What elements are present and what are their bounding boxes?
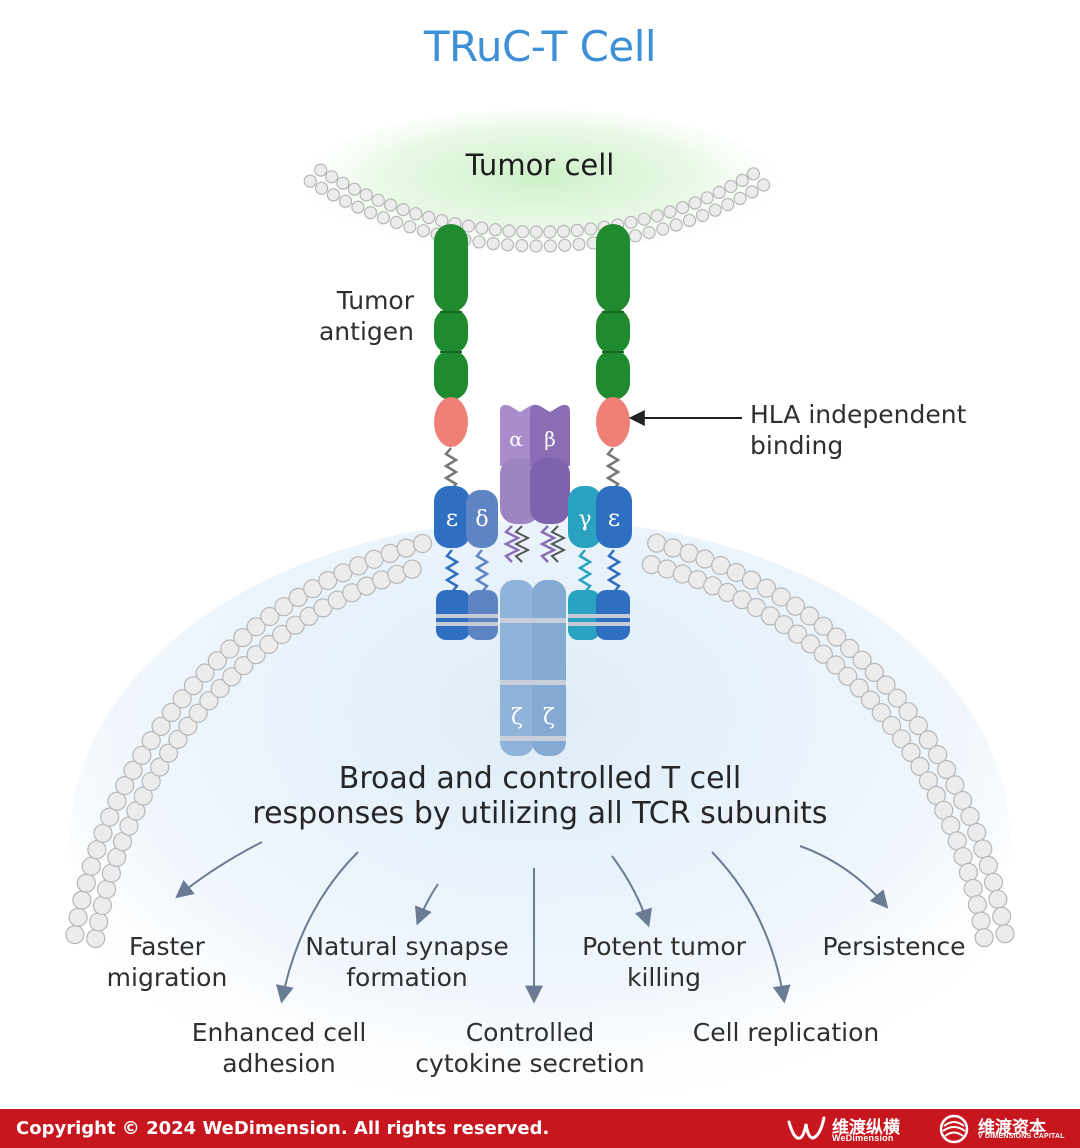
zeta-label-right: ζ — [543, 705, 555, 730]
outcome-arrows — [175, 841, 889, 1004]
summary-text: Broad and controlled T cell responses by… — [252, 761, 828, 831]
outcome-potent-tumor-killing: Potent tumor killing — [582, 932, 746, 992]
binder-left — [434, 397, 468, 447]
cd3-zeta-right: ζ — [532, 580, 566, 756]
cd3-gamma: γ — [568, 486, 602, 548]
wedimension-logo: 维渡纵横 WeDimension — [786, 1111, 926, 1146]
epsilon-label-right: ε — [608, 504, 620, 532]
beta-label: β — [544, 427, 556, 451]
linker-right — [605, 447, 621, 491]
tumor-antigen-left — [434, 224, 468, 400]
cd3-transmembrane — [436, 590, 630, 640]
gamma-label: γ — [578, 507, 591, 532]
cd3-zeta-left: ζ — [500, 580, 534, 756]
t-cell-membrane — [65, 533, 1015, 949]
tumor-antigen-label: Tumor antigen — [318, 286, 414, 346]
wedimension-logo-icon — [787, 1116, 826, 1140]
epsilon-label-left: ε — [446, 504, 458, 532]
cd3-delta: δ — [466, 490, 498, 548]
tcr-beta-chain: β — [530, 404, 570, 524]
copyright-footer: Copyright © 2024 WeDimension. All rights… — [0, 1109, 1080, 1148]
outcome-natural-synapse-formation: Natural synapse formation — [305, 932, 509, 992]
v-dimensions-capital-logo-icon — [939, 1114, 969, 1144]
binder-right — [596, 397, 630, 447]
zeta-label-left: ζ — [511, 705, 523, 730]
tumor-antigen-right — [596, 224, 630, 400]
delta-label: δ — [475, 507, 488, 532]
copyright-text: Copyright © 2024 WeDimension. All rights… — [16, 1118, 550, 1139]
outcome-persistence: Persistence — [822, 932, 966, 961]
linker-left — [443, 447, 459, 491]
outcome-controlled-cytokine-secretion: Controlled cytokine secretion — [415, 1018, 645, 1078]
cd3-epsilon-left: ε — [434, 486, 470, 548]
v-dimensions-capital-logo: 维渡资本 V DIMENSIONS CAPITAL — [938, 1111, 1078, 1146]
outcome-faster-migration: Faster migration — [106, 932, 228, 992]
hla-independent-binding-label: HLA independent binding — [750, 400, 967, 460]
alpha-label: α — [509, 427, 523, 451]
outcome-enhanced-cell-adhesion: Enhanced cell adhesion — [191, 1018, 367, 1078]
page-title: TRuC-T Cell — [423, 22, 657, 71]
cd3-epsilon-right: ε — [596, 486, 632, 548]
tumor-cell-label: Tumor cell — [465, 148, 615, 182]
outcome-cell-replication: Cell replication — [692, 1018, 880, 1047]
